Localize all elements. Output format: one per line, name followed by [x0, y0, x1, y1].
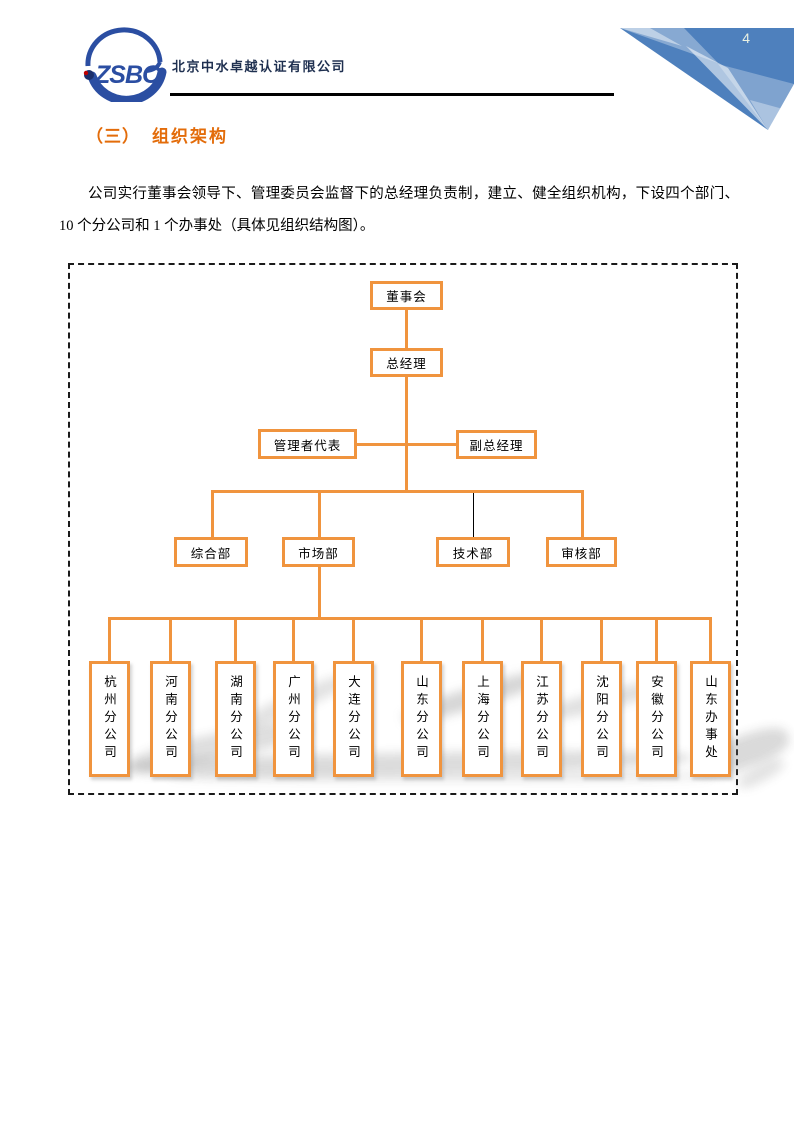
connector-dept-distributor: [211, 490, 584, 493]
org-node-label: 安徽分公司: [649, 675, 663, 763]
connector-drop-technical-dept: [473, 493, 474, 537]
connector-drop-branch: [352, 617, 355, 661]
company-logo: ZSBC: [83, 27, 167, 102]
org-node-label: 综合部: [190, 546, 232, 561]
header-rule: [170, 93, 614, 96]
org-node-label: 审核部: [561, 546, 602, 561]
org-node-label: 山东分公司: [414, 675, 428, 763]
org-node-label: 广州分公司: [286, 675, 300, 763]
logo-text: ZSBC: [94, 61, 161, 89]
org-node-label: 管理者代表: [273, 438, 342, 453]
connector-branch-distributor: [108, 617, 712, 620]
org-chart-frame: 董事会 总经理 管理者代表 副总经理 综合部 市场部 技术部 审核部 杭州分公司…: [68, 263, 738, 795]
org-node-label: 沈阳分公司: [594, 675, 608, 763]
connector-deputy-gm: [408, 443, 456, 446]
org-node-label: 副总经理: [469, 439, 524, 453]
org-node-label: 杭州分公司: [102, 675, 116, 763]
org-node-label: 大连分公司: [346, 675, 360, 763]
org-node-branch: 安徽分公司: [636, 661, 677, 777]
page-number: 4: [742, 30, 750, 46]
org-node-branch: 大连分公司: [333, 661, 374, 777]
org-node-marketing-dept: 市场部: [282, 537, 355, 567]
org-node-label: 董事会: [386, 290, 427, 304]
org-node-branch: 山东办事处: [690, 661, 731, 777]
connector-marketing-branches: [318, 567, 321, 617]
company-name: 北京中水卓越认证有限公司: [172, 59, 347, 74]
org-node-label: 技术部: [452, 546, 494, 561]
org-node-branch: 沈阳分公司: [581, 661, 622, 777]
section-heading: （三） 组织架构: [86, 122, 228, 147]
connector-trunk: [405, 377, 408, 490]
org-node-deputy-gm: 副总经理: [456, 430, 537, 459]
org-node-branch: 湖南分公司: [215, 661, 256, 777]
connector-drop-branch: [540, 617, 543, 661]
org-node-label: 市场部: [298, 546, 339, 561]
org-node-general-dept: 综合部: [174, 537, 248, 567]
connector-drop-branch: [108, 617, 111, 661]
org-node-label: 总经理: [386, 357, 427, 371]
org-node-label: 河南分公司: [163, 675, 177, 763]
section-number: （三）: [86, 127, 140, 146]
org-node-general-manager: 总经理: [370, 348, 443, 377]
org-node-board: 董事会: [370, 281, 443, 310]
connector-management-rep: [357, 443, 405, 446]
connector-drop-general-dept: [211, 490, 214, 537]
org-node-branch: 广州分公司: [273, 661, 314, 777]
connector-drop-branch: [234, 617, 237, 661]
org-node-branch: 山东分公司: [401, 661, 442, 777]
org-node-label: 山东办事处: [703, 675, 717, 763]
org-node-technical-dept: 技术部: [436, 537, 510, 567]
section-title: 组织架构: [152, 127, 228, 146]
org-node-audit-dept: 审核部: [546, 537, 617, 567]
connector-drop-branch: [655, 617, 658, 661]
corner-facet-decoration: [620, 28, 794, 130]
org-node-branch: 上海分公司: [462, 661, 503, 777]
connector-board-gm: [405, 310, 408, 348]
org-node-branch: 江苏分公司: [521, 661, 562, 777]
org-node-label: 江苏分公司: [534, 675, 548, 763]
org-node-label: 上海分公司: [475, 675, 489, 763]
org-node-branch: 杭州分公司: [89, 661, 130, 777]
connector-drop-branch: [420, 617, 423, 661]
connector-drop-branch: [709, 617, 712, 661]
connector-drop-marketing-dept: [318, 490, 321, 537]
connector-drop-branch: [600, 617, 603, 661]
connector-drop-branch: [481, 617, 484, 661]
connector-drop-branch: [292, 617, 295, 661]
connector-drop-audit-dept: [581, 490, 584, 537]
org-node-branch: 河南分公司: [150, 661, 191, 777]
org-node-management-rep: 管理者代表: [258, 429, 357, 459]
org-node-label: 湖南分公司: [228, 675, 242, 763]
connector-drop-branch: [169, 617, 172, 661]
body-paragraph: 公司实行董事会领导下、管理委员会监督下的总经理负责制，建立、健全组织机构，下设四…: [59, 186, 739, 234]
